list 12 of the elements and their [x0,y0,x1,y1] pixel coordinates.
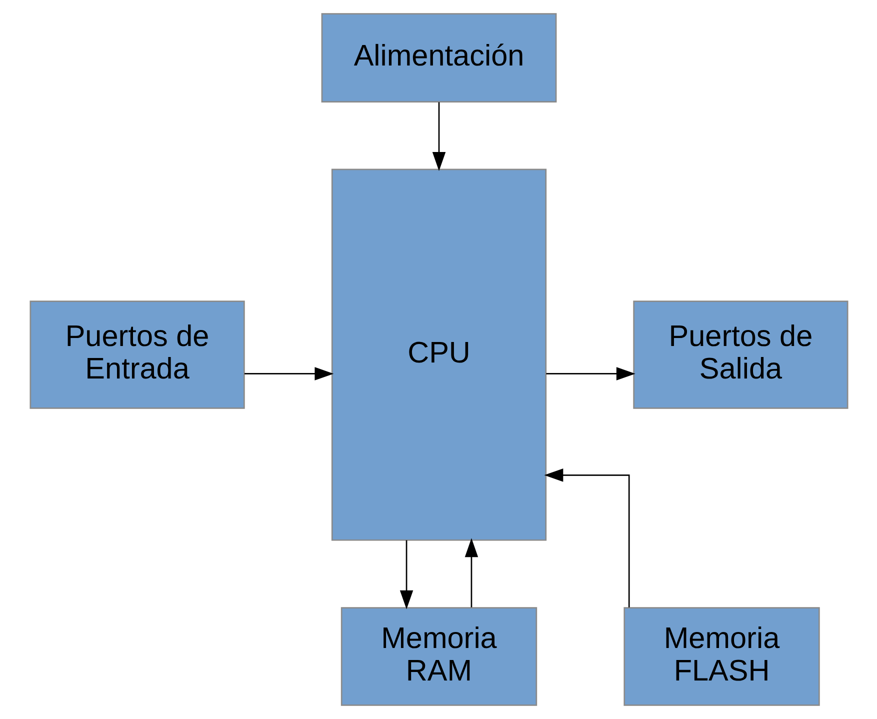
arrow [244,367,334,380]
node-box: CPU [330,168,546,541]
arrow [464,538,478,608]
node-box: Alimentación [320,13,556,102]
node-box: Memoria FLASH [623,607,820,706]
node-box: Puertos de Salida [632,300,848,409]
arrow [399,540,413,610]
arrow [432,102,446,171]
arrow [546,367,635,380]
arrow [544,468,630,608]
node-box: Memoria RAM [340,607,537,706]
node-box: Puertos de Entrada [29,300,244,409]
